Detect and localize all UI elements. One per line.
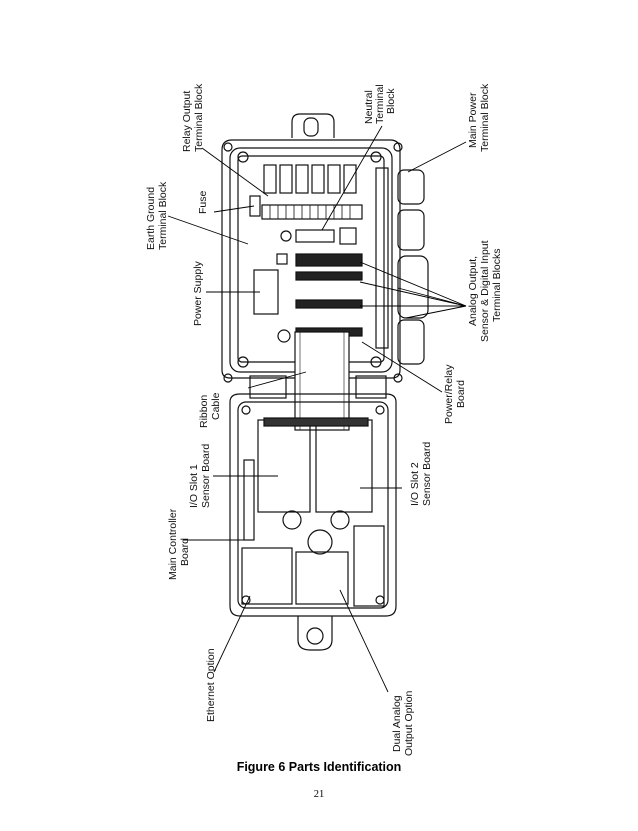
label-io-slot2-1: I/O Slot 2 [409, 462, 421, 506]
label-earth-ground-1: Earth Ground [145, 187, 157, 250]
label-io-slot1-2: Sensor Board [200, 444, 212, 508]
label-main-power-1: Main Power [467, 92, 479, 148]
label-analog-output-3: Terminal Blocks [491, 248, 503, 322]
label-power-relay-2: Board [455, 380, 467, 408]
enclosure-drawing [221, 113, 429, 651]
label-neutral-2: Terminal [374, 84, 386, 124]
label-earth-ground-2: Terminal Block [157, 181, 169, 250]
label-neutral-3: Block [385, 88, 397, 114]
label-io-slot2-2: Sensor Board [421, 442, 433, 506]
label-main-controller-2: Board [179, 538, 191, 566]
label-io-slot1-1: I/O Slot 1 [188, 464, 200, 508]
leader-lines [167, 125, 467, 693]
part-labels: Relay Output Terminal Block Neutral Term… [145, 83, 503, 756]
label-relay-output-2: Terminal Block [193, 83, 205, 152]
label-power-relay-1: Power/Relay [443, 364, 455, 424]
label-power-supply: Power Supply [192, 260, 204, 326]
label-analog-output-1: Analog Output, [467, 256, 479, 326]
label-main-controller-1: Main Controller [167, 508, 179, 580]
label-main-power-2: Terminal Block [479, 83, 491, 152]
label-ethernet-option: Ethernet Option [205, 648, 217, 722]
label-dual-analog-2: Output Option [403, 690, 415, 756]
page-number: 21 [313, 789, 325, 800]
label-fuse: Fuse [197, 190, 209, 214]
label-ribbon-cable-1: Ribbon [198, 395, 210, 428]
label-analog-output-2: Sensor & Digital Input [479, 240, 491, 342]
label-dual-analog-1: Dual Analog [391, 695, 403, 752]
label-neutral-1: Neutral [363, 90, 375, 124]
label-ribbon-cable-2: Cable [210, 392, 222, 420]
label-relay-output-1: Relay Output [181, 91, 193, 152]
figure-caption: Figure 6 Parts Identification [236, 760, 402, 774]
